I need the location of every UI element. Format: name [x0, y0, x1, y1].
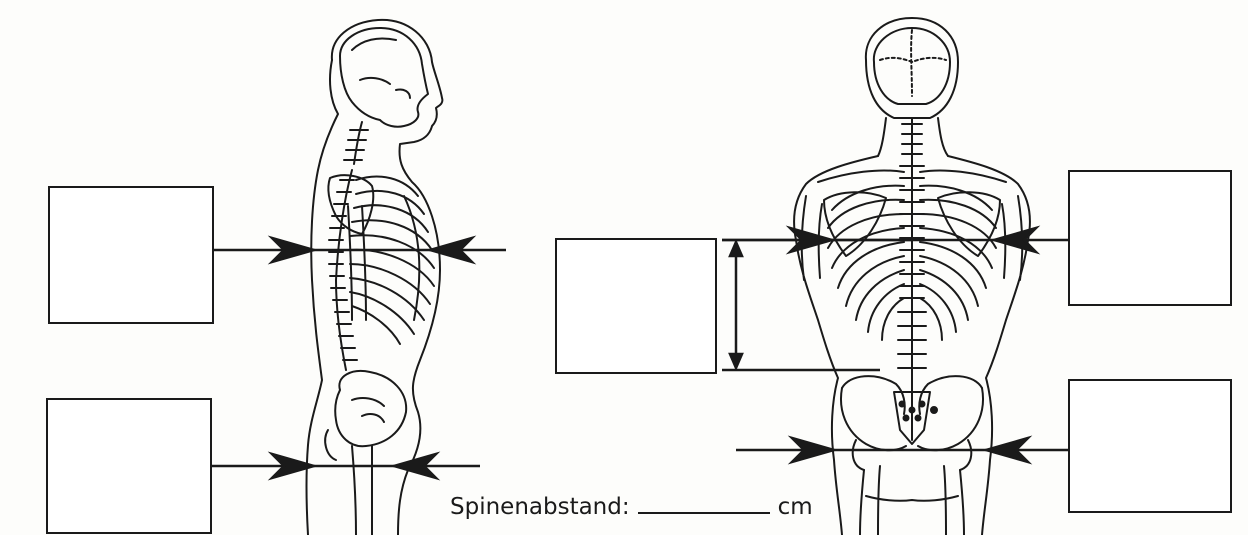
- lateral-thoracic-spine: [336, 170, 352, 370]
- lateral-chest-answer-box[interactable]: [48, 186, 214, 324]
- lateral-femur: [352, 446, 372, 535]
- posterior-chest-answer-box[interactable]: [1068, 170, 1232, 306]
- spine-distance-arrow-top: [730, 242, 742, 256]
- spine-distance-answer-box[interactable]: [555, 238, 717, 374]
- posterior-figure: [794, 18, 1030, 535]
- spine-distance-caption: Spinenabstand: cm: [450, 492, 813, 520]
- spine-distance-measure: [722, 240, 912, 370]
- posterior-torso-outline: [794, 156, 878, 535]
- lateral-cervical-spine: [354, 122, 362, 164]
- lateral-hip-answer-box[interactable]: [46, 398, 212, 534]
- posterior-hip-arrows: [736, 438, 1068, 462]
- lateral-pelvis: [335, 371, 406, 446]
- posterior-hip-answer-box[interactable]: [1068, 379, 1232, 513]
- lateral-skull: [340, 28, 428, 127]
- lateral-rib-cage: [350, 177, 434, 344]
- lateral-chest-arrows: [214, 238, 506, 262]
- caption-blank-field[interactable]: [638, 492, 770, 514]
- caption-unit: cm: [778, 494, 813, 520]
- lateral-humerus: [348, 206, 366, 320]
- lateral-hip-arrows: [212, 454, 480, 478]
- posterior-chest-arrows: [722, 228, 1068, 252]
- lateral-back-outline: [307, 60, 339, 535]
- spine-distance-arrow-bottom: [730, 354, 742, 368]
- caption-label: Spinenabstand:: [450, 494, 630, 520]
